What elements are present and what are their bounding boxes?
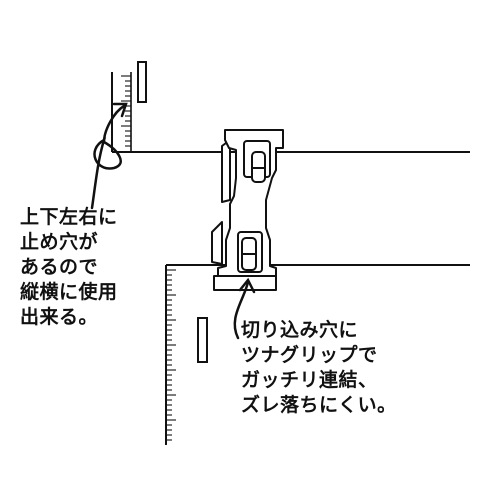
bottom-sheet [165,264,470,445]
left-annotation-line: 止め穴が [20,231,99,253]
bottom-punch-hole [197,317,208,363]
left-annotation-line: 縦横に使用 [20,281,118,303]
annotation-arrows [90,102,256,340]
clip-lower-side-face [211,221,223,265]
left-annotation-line: 出来る。 [20,306,99,328]
bottom-ruler-ticks [166,269,176,441]
left-annotation-arrow [90,104,126,210]
right-arrow-head-icon [238,277,256,294]
right-annotation-arrow [233,280,250,340]
left-annotation-line: あるので [20,256,99,278]
right-annotation-line: ズレ落ちにくい。 [241,394,397,416]
left-arrow-head-icon [112,102,128,118]
clip-upper-side-face [221,139,231,203]
top-ruler-ticks [121,75,131,147]
left-annotation: 上下左右に 止め穴が あるので 縦横に使用 出来る。 [20,205,118,330]
right-annotation: 切り込み穴に ツナグリップで ガッチリ連結、 ズレ落ちにくい。 [241,318,397,418]
right-annotation-line: 切り込み穴に [241,319,359,341]
right-annotation-line: ガッチリ連結、 [241,369,378,391]
left-annotation-line: 上下左右に [20,206,118,228]
top-sheet [111,61,470,153]
top-punch-hole [137,61,147,103]
connector-clip [211,129,284,291]
right-annotation-line: ツナグリップで [241,344,378,366]
